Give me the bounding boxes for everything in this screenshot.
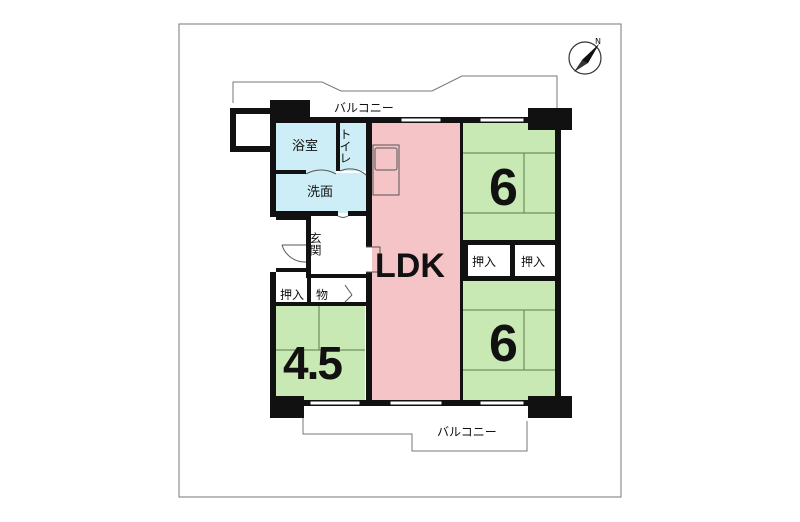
room-left-label: 4.5 [283, 337, 342, 389]
balcony-top-label: バルコニー [334, 101, 394, 115]
ldk-label: LDK [375, 247, 445, 285]
closet-mid-left-label: 押入 [472, 255, 496, 269]
balcony-top-outline [232, 75, 558, 108]
balcony-bottom-label: バルコニー [437, 425, 497, 439]
bath-label: 浴室 [292, 138, 318, 154]
toilet-area [340, 123, 366, 171]
washroom-area [276, 173, 366, 213]
closet-left-label: 押入 [280, 288, 304, 302]
door-swings [281, 144, 400, 303]
room-top-right-label: 6 [489, 159, 518, 217]
toilet-label: トイレ [338, 128, 352, 164]
entrance-label: 玄関 [308, 231, 322, 256]
storage-label: 物 [316, 288, 328, 302]
room-top-right-area [463, 123, 555, 244]
bath-area [276, 123, 336, 173]
closet-mid-right-label: 押入 [521, 255, 545, 269]
room-bottom-right-label: 6 [489, 315, 518, 373]
room-bottom-right-area [463, 280, 555, 402]
compass-north-label: N [595, 37, 601, 46]
windows [309, 117, 525, 406]
balcony-bottom-outline [302, 407, 528, 452]
compass-icon: N [568, 37, 602, 75]
tatami-lines [273, 152, 555, 371]
washroom-label: 洗面 [307, 185, 333, 200]
